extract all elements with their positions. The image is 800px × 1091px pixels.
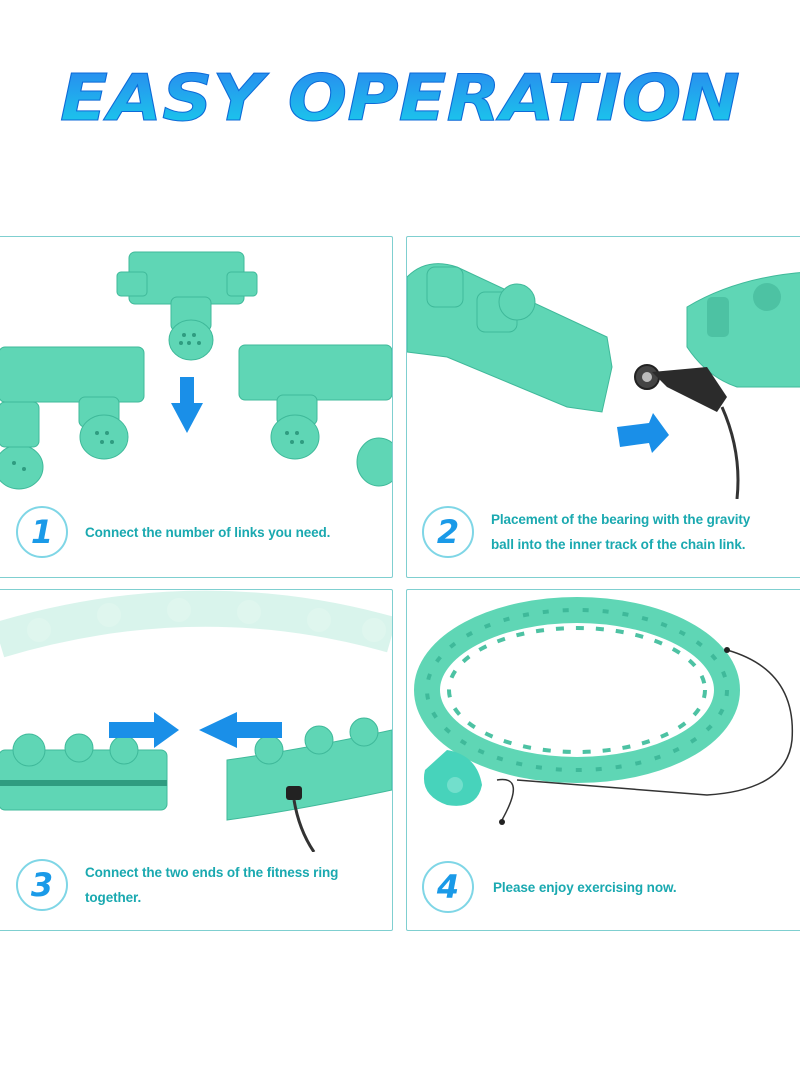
step-caption: Connect the two ends of the fitness ring… (85, 865, 339, 905)
step-caption: Please enjoy exercising now. (493, 879, 677, 895)
assembled-ring-illustration (414, 597, 794, 825)
step-row-4: 4 Please enjoy exercising now. (421, 860, 677, 914)
step-number-badge: 1 (15, 505, 69, 559)
step-number-badge: 3 (15, 858, 69, 912)
step-row-3: 3 Connect the two ends of the fitness ri… (15, 858, 338, 912)
arrow-right-icon (109, 712, 179, 748)
arrow-down-icon (171, 377, 203, 433)
step-caption: Connect the number of links you need. (85, 524, 331, 540)
step-panel-1: 1 Connect the number of links you need. (0, 236, 393, 578)
headline-banner: EASY OPERATION (0, 58, 800, 138)
ends-connection-illustration (0, 590, 392, 852)
step-number-badge: 2 (421, 505, 475, 559)
step-number-badge: 4 (421, 860, 475, 914)
headline-graphic: EASY OPERATION (60, 62, 741, 137)
step-number: 3 (31, 866, 53, 904)
link-connection-illustration (0, 251, 392, 490)
bearing-placement-illustration (407, 263, 800, 499)
arrow-right-icon (617, 413, 669, 453)
step-caption: Placement of the bearing with the gravit… (491, 512, 751, 552)
step-row-2: 2 Placement of the bearing with the grav… (421, 505, 750, 559)
arrow-left-icon (199, 712, 282, 748)
step-panel-2: 2 Placement of the bearing with the grav… (406, 236, 800, 578)
step-number: 1 (31, 513, 53, 551)
step-panel-3: 3 Connect the two ends of the fitness ri… (0, 589, 393, 931)
step-number: 2 (437, 513, 459, 551)
step-number: 4 (436, 868, 459, 906)
headline-text: EASY OPERATION (60, 62, 740, 136)
step-row-1: 1 Connect the number of links you need. (15, 505, 330, 559)
step-panel-4: 4 Please enjoy exercising now. (406, 589, 800, 931)
